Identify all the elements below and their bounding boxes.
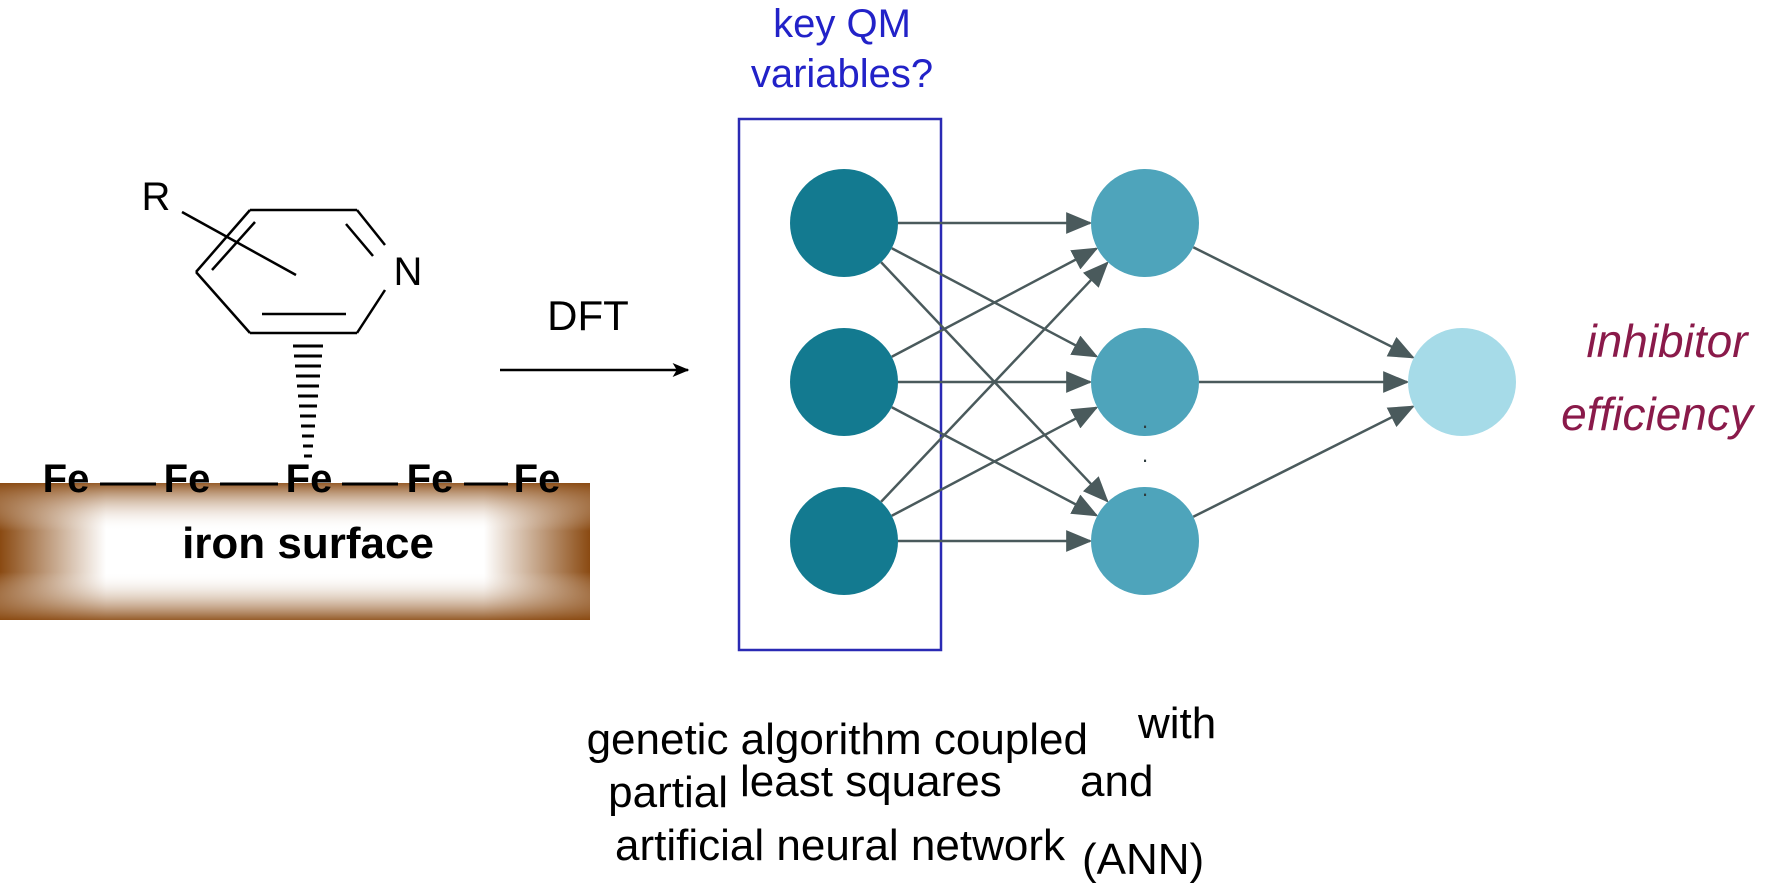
output-label-line1: inhibitor [1586, 315, 1749, 367]
surface-label: iron surface [182, 519, 434, 568]
ellipsis-dot: · [1141, 481, 1148, 506]
fe-chain: Fe Fe Fe Fe Fe [43, 457, 561, 501]
dft-label: DFT [547, 292, 629, 339]
fe-atom: Fe [407, 457, 454, 501]
caption-line2-end: and [1080, 757, 1153, 806]
ellipsis-dot: · [1141, 447, 1148, 472]
nitrogen-atom-label: N [394, 250, 423, 294]
hidden-output-edge [1192, 246, 1415, 359]
input-hidden-edge [891, 406, 1099, 517]
substituent-r-label: R [142, 175, 171, 219]
network-edges [880, 212, 1415, 552]
caption-line3-main: artificial neural network [615, 821, 1066, 870]
fe-atom: Fe [514, 457, 561, 501]
input-variables-box [737, 117, 943, 652]
caption-line1-tail: with [1137, 699, 1216, 748]
fe-atom: Fe [164, 457, 211, 501]
input-hidden-edge [880, 261, 1109, 503]
box-label-line2: variables? [751, 52, 933, 96]
fe-atom: Fe [286, 457, 333, 501]
caption: genetic algorithm coupled with partial l… [587, 699, 1217, 884]
input-node [790, 169, 898, 277]
caption-line2-middle: least squares [740, 757, 1002, 806]
hidden-output-edge [1192, 405, 1415, 518]
network-nodes [790, 169, 1516, 595]
caption-line3-tail: (ANN) [1082, 835, 1204, 884]
iron-surface-slab [0, 483, 590, 620]
input-node [790, 328, 898, 436]
output-node [1408, 328, 1516, 436]
pyridine-ring [181, 208, 387, 335]
coordination-bond [293, 344, 323, 458]
hidden-node [1091, 487, 1199, 595]
caption-line2-start: partial [608, 768, 728, 817]
caption-line1-main: genetic algorithm coupled [587, 715, 1088, 764]
hidden-node [1091, 169, 1199, 277]
hidden-node [1091, 328, 1199, 436]
ellipsis-dot: · [1141, 413, 1148, 438]
input-hidden-edge [891, 247, 1099, 358]
output-label-line2: efficiency [1561, 388, 1756, 440]
box-label-line1: key QM [773, 2, 911, 46]
fe-atom: Fe [43, 457, 90, 501]
input-node [790, 487, 898, 595]
